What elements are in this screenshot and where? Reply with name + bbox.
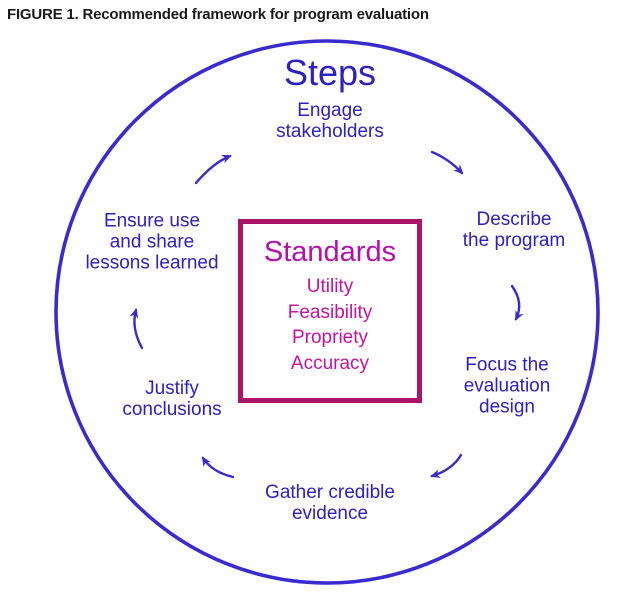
arrow-gather-to-justify — [201, 456, 235, 479]
standards-list: Utility Feasibility Propriety Accuracy — [243, 274, 417, 376]
step-justify-conclusions: Justify conclusions — [122, 378, 222, 420]
arrow-engage-to-describe — [430, 150, 464, 175]
step-focus-the-evaluation-design: Focus the evaluation design — [463, 354, 551, 418]
step-ensure-use-and-share-lessons-learned: Ensure use and share lessons learned — [85, 210, 219, 274]
figure-title: FIGURE 1. Recommended framework for prog… — [7, 6, 429, 23]
step-engage-stakeholders: Engage stakeholders — [276, 100, 384, 142]
standards-title: Standards — [263, 236, 397, 268]
cycle-circle — [54, 39, 600, 585]
standards-box: Standards Utility Feasibility Propriety … — [238, 219, 422, 403]
standards-item-utility: Utility — [306, 276, 354, 297]
arrow-describe-to-focus — [510, 284, 524, 321]
arrow-justify-to-ensure — [129, 308, 144, 350]
arrow-ensure-to-engage — [194, 154, 232, 185]
step-describe-the-program: Describe the program — [462, 209, 566, 251]
cycle-title: Steps — [283, 52, 377, 93]
step-gather-credible-evidence: Gather credible evidence — [265, 482, 395, 524]
standards-item-propriety: Propriety — [291, 327, 369, 348]
arrow-focus-to-gather — [430, 453, 463, 479]
standards-item-accuracy: Accuracy — [290, 352, 370, 374]
standards-item-feasibility: Feasibility — [287, 301, 373, 323]
